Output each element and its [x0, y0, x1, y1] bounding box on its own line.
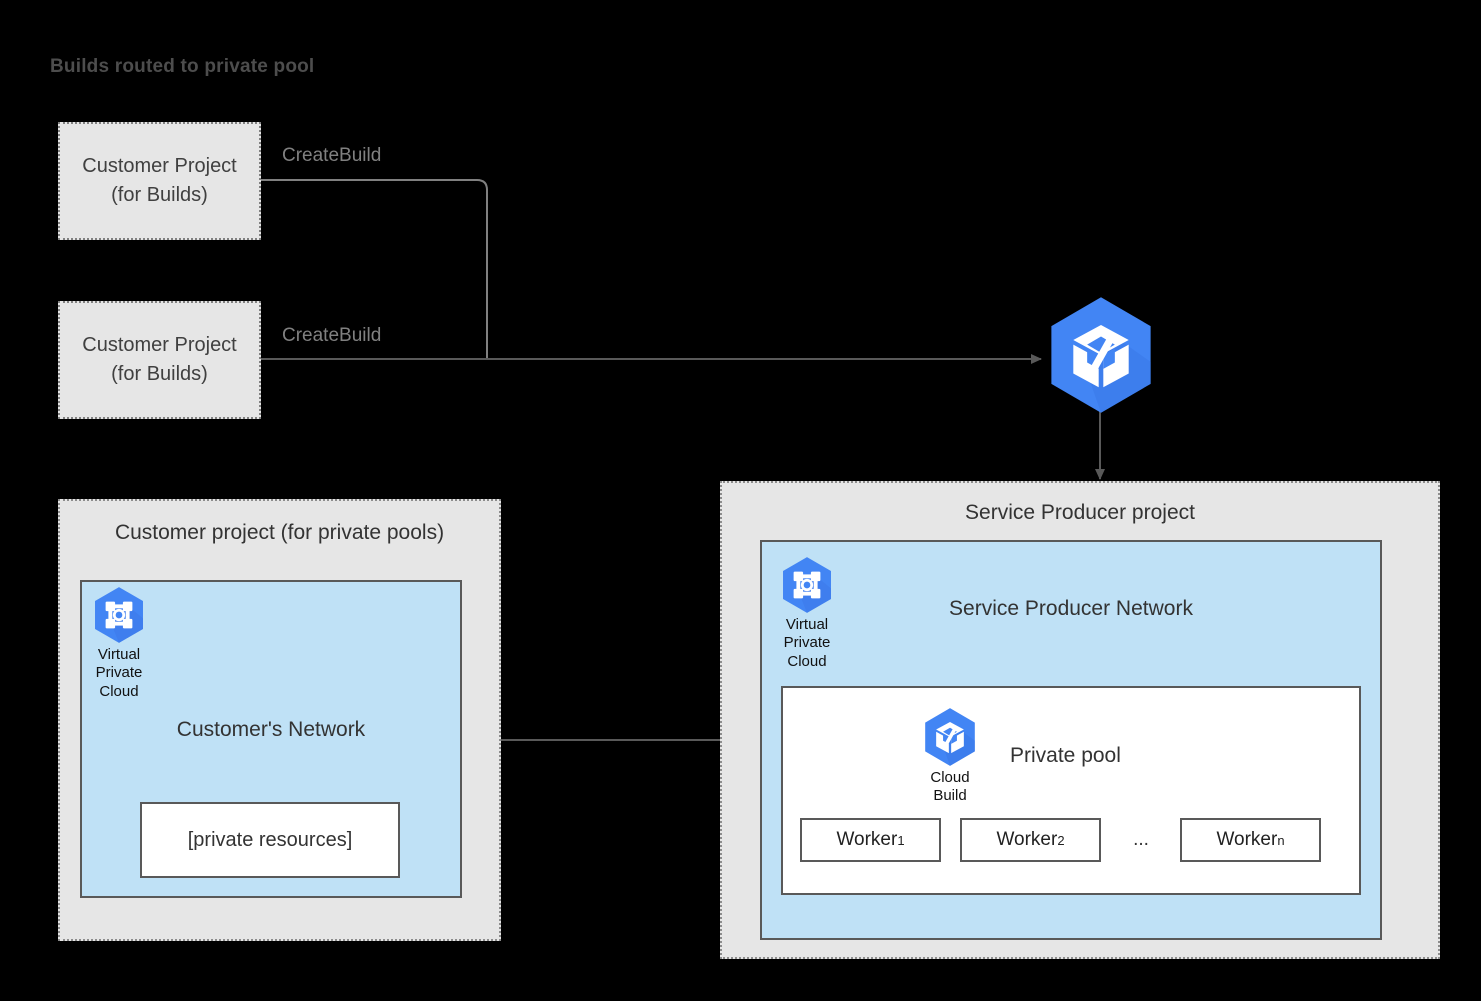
vpc-right-caption-line3: Cloud	[787, 652, 827, 670]
customer-project-builds-2[interactable]: Customer Project (for Builds)	[58, 301, 261, 419]
diagram-title: Builds routed to private pool	[50, 56, 315, 77]
vpc-icon-block-left: Virtual Private Cloud	[88, 586, 150, 701]
customer-private-pool-project-title: Customer project (for private pools)	[114, 521, 445, 544]
vpc-icon-block-right: Virtual Private Cloud	[776, 556, 838, 671]
virtual-private-cloud-icon	[95, 587, 143, 643]
cloud-build-icon-block: Cloud Build	[919, 707, 981, 806]
private-pool-label: Private pool	[1010, 744, 1121, 767]
cloud-build-caption: Cloud Build	[930, 769, 969, 806]
customer-project-1-line2: (for Builds)	[111, 184, 208, 206]
worker-n-subscript: n	[1277, 832, 1285, 848]
customer-project-2-line1: Customer Project	[82, 334, 237, 356]
worker-2-name: Worker	[996, 829, 1058, 850]
cloud-build-icon	[1051, 297, 1151, 413]
worker-1-name: Worker	[836, 829, 898, 850]
private-pool-box	[781, 686, 1361, 895]
service-producer-project-title: Service Producer project	[965, 501, 1195, 524]
vpc-left-caption-line1: Virtual	[97, 646, 141, 663]
worker-n-name: Worker	[1216, 829, 1278, 850]
cloud-build-service-icon[interactable]	[1043, 295, 1159, 415]
vpc-left-caption-line2: Private	[95, 664, 143, 682]
cloud-build-caption-line2: Build	[933, 787, 967, 805]
virtual-private-cloud-icon	[783, 557, 831, 613]
vpc-left-caption-line3: Cloud	[99, 682, 139, 700]
service-producer-network-label: Service Producer Network	[949, 597, 1193, 620]
customer-project-2-line2: (for Builds)	[111, 363, 208, 385]
cloud-build-caption-line1: Cloud	[930, 769, 970, 786]
vpc-left-caption: Virtual Private Cloud	[96, 646, 143, 701]
private-resources-box: [private resources]	[140, 802, 400, 878]
customer-project-1-line1: Customer Project	[82, 155, 237, 177]
workers-ellipsis: ...	[1133, 829, 1149, 850]
cloud-build-icon	[925, 708, 975, 766]
customers-network-label: Customer's Network	[176, 718, 366, 741]
worker-2-subscript: 2	[1057, 832, 1065, 848]
vpc-right-caption-line2: Private	[783, 634, 831, 652]
vpc-right-caption: Virtual Private Cloud	[784, 616, 831, 671]
createbuild-label-1: CreateBuild	[282, 145, 382, 166]
createbuild-label-2: CreateBuild	[282, 325, 382, 346]
customer-project-builds-1[interactable]: Customer Project (for Builds)	[58, 122, 261, 240]
vpc-right-caption-line1: Virtual	[785, 616, 829, 633]
worker-1-subscript: 1	[897, 832, 905, 848]
